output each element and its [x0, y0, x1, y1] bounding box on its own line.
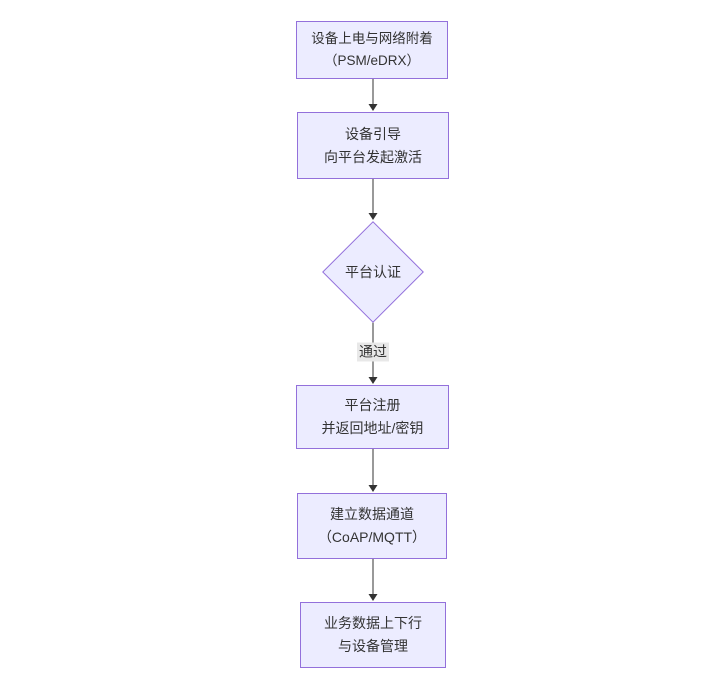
- node-power-attach: 设备上电与网络附着 （PSM/eDRX）: [296, 21, 448, 79]
- node-data-channel-line1: 建立数据通道: [330, 506, 414, 522]
- arrowhead-icon: [368, 594, 378, 601]
- node-data-channel-line2: （CoAP/MQTT）: [317, 529, 427, 545]
- node-business-data: 业务数据上下行 与设备管理: [300, 602, 446, 668]
- arrowhead-icon: [368, 377, 378, 384]
- arrowhead-icon: [368, 485, 378, 492]
- node-business-data-line1: 业务数据上下行: [324, 615, 422, 631]
- node-register-line2: 并返回地址/密钥: [321, 420, 424, 436]
- node-register: 平台注册 并返回地址/密钥: [296, 385, 449, 449]
- node-power-attach-line1: 设备上电与网络附着: [311, 31, 433, 46]
- node-auth-decision-label: 平台认证: [345, 264, 401, 280]
- arrowhead-icon: [368, 104, 378, 111]
- edge-label-pass: 通过: [357, 342, 389, 362]
- node-power-attach-line2: （PSM/eDRX）: [323, 53, 421, 68]
- node-business-data-line2: 与设备管理: [338, 638, 408, 654]
- arrowhead-icon: [368, 213, 378, 220]
- node-bootstrap-line2: 向平台发起激活: [324, 148, 422, 165]
- node-register-line1: 平台注册: [344, 397, 401, 413]
- node-bootstrap: 设备引导 向平台发起激活: [297, 112, 449, 179]
- node-data-channel: 建立数据通道 （CoAP/MQTT）: [297, 493, 447, 559]
- node-bootstrap-line1: 设备引导: [345, 125, 401, 142]
